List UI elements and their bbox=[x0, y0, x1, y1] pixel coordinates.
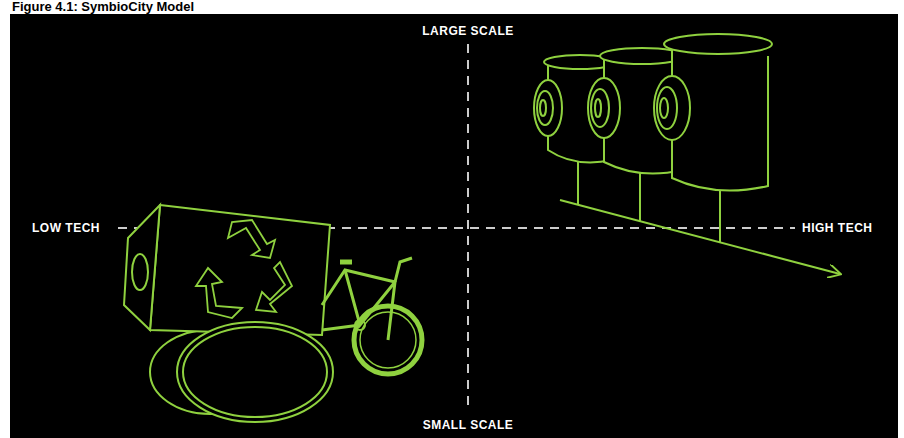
axis-label: HIGH TECH bbox=[798, 220, 877, 236]
axis-label: LARGE SCALE bbox=[418, 23, 518, 39]
vertical-axis bbox=[467, 44, 469, 412]
black-panel bbox=[10, 14, 898, 438]
recycle-symbol bbox=[196, 220, 292, 318]
axis-label: SMALL SCALE bbox=[419, 417, 518, 433]
cargo-bike bbox=[124, 205, 422, 422]
cylinder-units bbox=[534, 34, 840, 274]
figure-title: Figure 4.1: SymbioCity Model bbox=[12, 0, 194, 14]
axis-label: LOW TECH bbox=[28, 220, 104, 236]
